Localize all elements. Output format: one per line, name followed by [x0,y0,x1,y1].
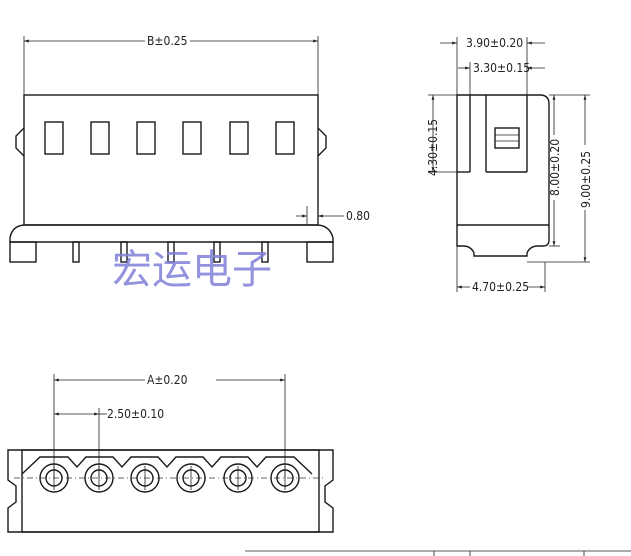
side-housing [456,94,550,257]
dim-side-inner-width: 3.30±0.15 [473,61,530,75]
dim-side-body-height: 8.00±0.20 [548,139,562,196]
front-windows [44,121,295,155]
front-left-latch [15,127,25,157]
front-right-foot [306,241,334,263]
bottom-view: A±0.20 2.50±0.10 [7,373,334,533]
dim-side-top-width: 3.90±0.20 [466,36,523,50]
dim-side-upper-height: 4.30±0.15 [426,119,440,176]
front-housing [23,94,319,226]
bottom-housing [7,449,334,533]
dim-front-pin: 0.80 [346,209,370,223]
window-5 [229,121,249,155]
window-4 [182,121,202,155]
dim-bottom-pitch: 2.50±0.10 [107,407,164,421]
dim-bottom-span: A±0.20 [147,373,188,387]
title-block-edge [245,550,631,556]
dim-side-base-width: 4.70±0.25 [472,280,529,294]
front-view: B±0.25 0.80 [9,34,370,263]
dim-front-width: B±0.25 [147,34,187,48]
bottom-holes [39,463,300,493]
bottom-scallop [21,456,313,475]
window-2 [90,121,110,155]
side-view: 3.90±0.20 3.30±0.15 4.30±0.15 8.00±0.20 … [426,36,593,294]
front-right-latch [317,127,327,157]
window-6 [275,121,295,155]
window-3 [136,121,156,155]
dim-side-total-height: 9.00±0.25 [579,151,593,208]
window-1 [44,121,64,155]
front-base [9,224,334,243]
watermark-text: 宏运电子 [112,247,272,293]
side-latch [494,127,520,149]
front-left-foot [9,241,37,263]
front-pins [72,241,269,263]
